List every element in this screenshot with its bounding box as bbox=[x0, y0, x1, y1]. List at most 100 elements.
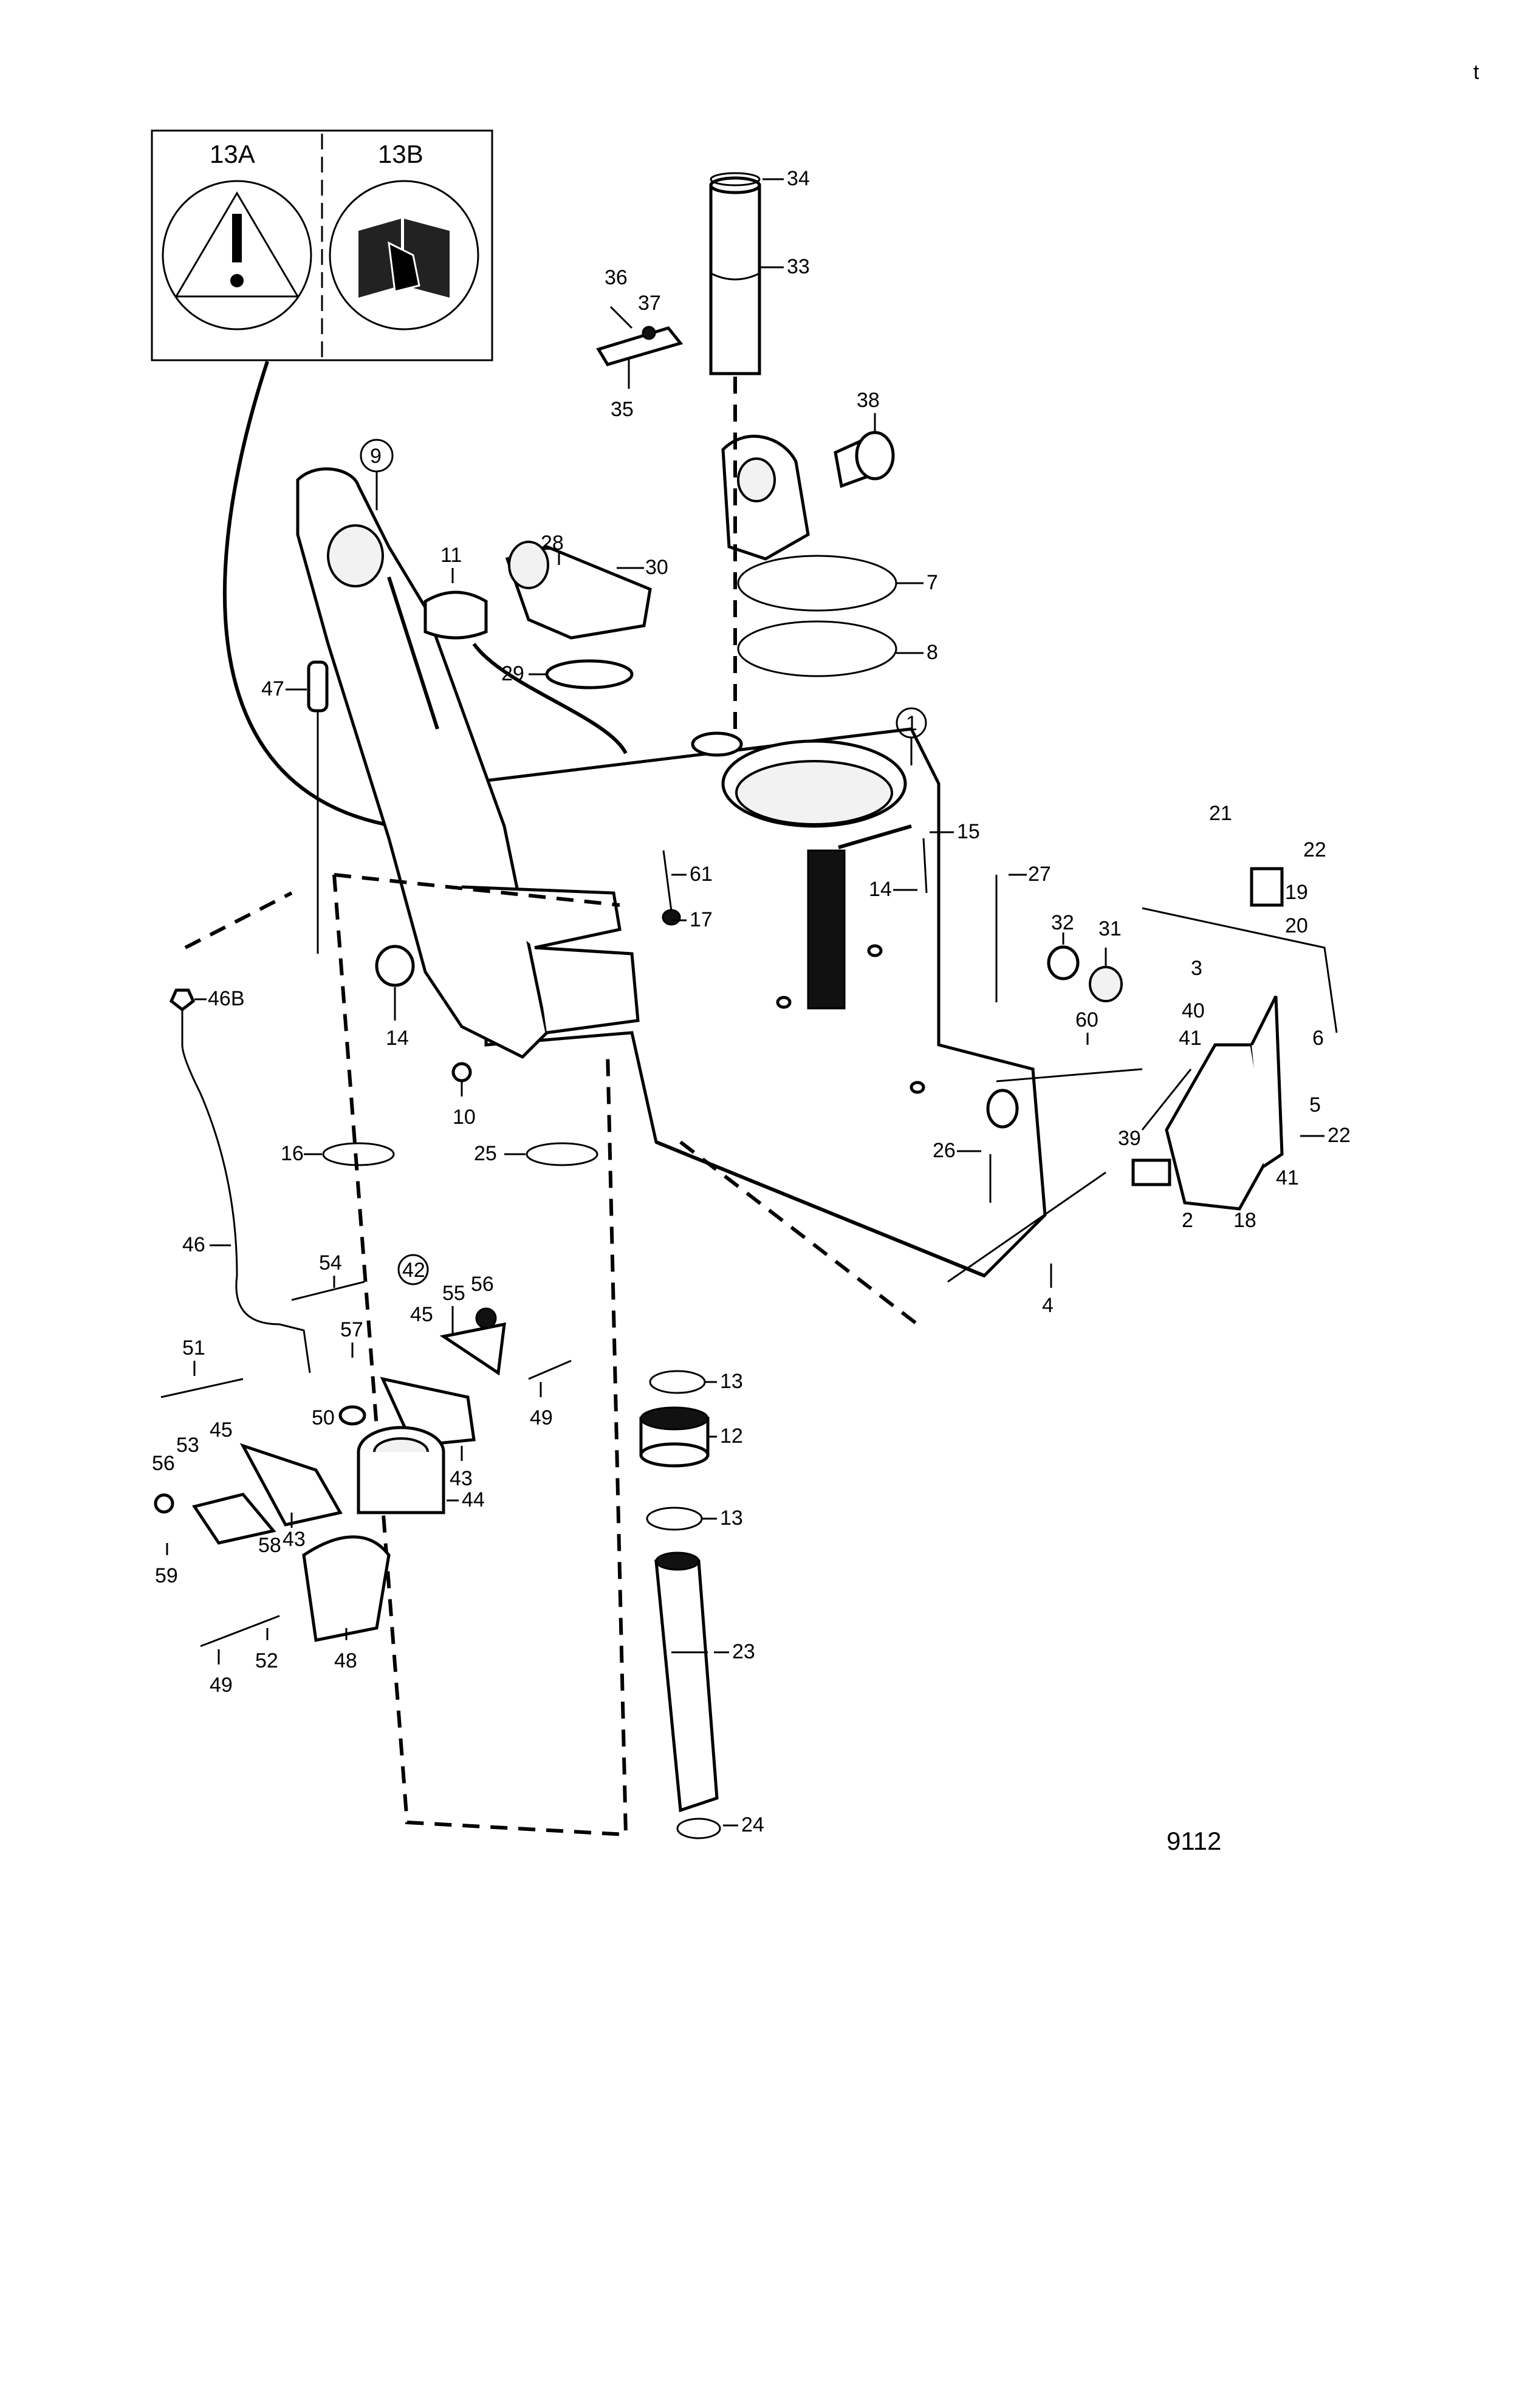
hose bbox=[472, 643, 628, 754]
callout-54: 54 bbox=[319, 1251, 342, 1288]
outline-top bbox=[334, 873, 620, 907]
ring-16 bbox=[322, 1142, 395, 1166]
lever-39 bbox=[1141, 1069, 1192, 1130]
callout-33: 33 bbox=[759, 255, 810, 278]
callout-3: 3 bbox=[1191, 957, 1202, 980]
svg-text:43: 43 bbox=[283, 1528, 306, 1551]
svg-text:28: 28 bbox=[541, 532, 564, 555]
callout-19: 19 bbox=[1285, 881, 1308, 904]
svg-text:54: 54 bbox=[319, 1251, 342, 1274]
callout-50: 50 bbox=[312, 1406, 335, 1429]
svg-text:30: 30 bbox=[645, 556, 668, 579]
callout-31: 31 bbox=[1098, 917, 1122, 966]
callout-37: 37 bbox=[638, 292, 661, 315]
callout-17: 17 bbox=[671, 908, 713, 931]
ring-13-lower bbox=[646, 1507, 703, 1531]
stud-61 bbox=[662, 850, 673, 912]
svg-text:49: 49 bbox=[210, 1674, 233, 1697]
svg-text:8: 8 bbox=[927, 641, 938, 664]
svg-text:34: 34 bbox=[787, 167, 810, 190]
callout-47: 47 bbox=[261, 677, 307, 700]
svg-text:45: 45 bbox=[210, 1418, 233, 1442]
callout-51: 51 bbox=[182, 1336, 205, 1376]
svg-text:39: 39 bbox=[1118, 1127, 1141, 1150]
svg-text:52: 52 bbox=[255, 1649, 278, 1672]
callout-35: 35 bbox=[611, 358, 634, 421]
corner-mark: t bbox=[1473, 61, 1479, 84]
callout-46b: 46B bbox=[194, 987, 245, 1010]
svg-text:23: 23 bbox=[732, 1640, 755, 1663]
svg-text:21: 21 bbox=[1209, 802, 1232, 825]
figure-number: 9112 bbox=[1167, 1827, 1221, 1855]
callout-13-upper: 13 bbox=[705, 1370, 743, 1393]
callout-20: 20 bbox=[1285, 914, 1308, 937]
callout-43-right: 43 bbox=[450, 1446, 473, 1490]
cable-46 bbox=[181, 996, 311, 1373]
upper-fitting bbox=[721, 431, 895, 561]
nut-17 bbox=[662, 909, 681, 926]
callout-21: 21 bbox=[1209, 802, 1232, 825]
warning-label-13a: 13A bbox=[210, 140, 255, 168]
svg-text:11: 11 bbox=[440, 544, 462, 567]
svg-text:36: 36 bbox=[605, 266, 628, 289]
callout-13-lower: 13 bbox=[702, 1507, 743, 1530]
outline-left bbox=[184, 891, 293, 949]
callout-39: 39 bbox=[1118, 1127, 1141, 1150]
callout-22-bottom: 22 bbox=[1300, 1124, 1351, 1147]
callout-8: 8 bbox=[896, 641, 938, 664]
svg-text:13: 13 bbox=[720, 1507, 743, 1530]
o-ring-8 bbox=[737, 620, 897, 677]
callout-23: 23 bbox=[714, 1640, 755, 1663]
callout-56-left: 56 bbox=[152, 1452, 175, 1475]
svg-text:53: 53 bbox=[176, 1434, 199, 1457]
svg-text:19: 19 bbox=[1285, 881, 1308, 904]
small-bracket bbox=[596, 306, 684, 366]
callout-26: 26 bbox=[933, 1139, 981, 1162]
svg-text:17: 17 bbox=[690, 908, 713, 931]
bolt-10 bbox=[451, 1062, 472, 1083]
svg-text:49: 49 bbox=[530, 1406, 553, 1429]
svg-text:50: 50 bbox=[312, 1406, 335, 1429]
callout-56-top: 56 bbox=[471, 1273, 494, 1296]
svg-text:2: 2 bbox=[1182, 1209, 1193, 1232]
screw-14-right bbox=[922, 838, 928, 894]
elbow-fitting bbox=[505, 541, 652, 640]
svg-text:32: 32 bbox=[1051, 911, 1074, 934]
svg-text:37: 37 bbox=[638, 292, 661, 315]
callout-29: 29 bbox=[501, 662, 547, 685]
svg-text:20: 20 bbox=[1285, 914, 1308, 937]
outline-bottom bbox=[679, 1140, 919, 1326]
callout-49-right: 49 bbox=[530, 1382, 553, 1429]
svg-text:7: 7 bbox=[927, 571, 938, 594]
callout-27: 27 bbox=[1009, 863, 1051, 886]
svg-text:35: 35 bbox=[611, 398, 634, 421]
lower-mechanism bbox=[154, 1281, 572, 1647]
steering-arm bbox=[296, 467, 640, 1059]
svg-text:4: 4 bbox=[1042, 1294, 1054, 1317]
svg-text:18: 18 bbox=[1233, 1209, 1256, 1232]
svg-text:57: 57 bbox=[340, 1318, 363, 1341]
cable-60 bbox=[996, 1068, 1143, 1083]
control-bracket bbox=[1131, 995, 1284, 1211]
svg-text:38: 38 bbox=[857, 389, 880, 412]
callout-32: 32 bbox=[1051, 911, 1074, 945]
callout-labels: 34 33 36 37 35 38 9 11 28 30 7 8 29 47 1… bbox=[152, 167, 1351, 1836]
manual-label-13b: 13B bbox=[378, 140, 423, 168]
rod-4 bbox=[947, 1171, 1106, 1283]
ring-24 bbox=[676, 1818, 721, 1839]
callout-24: 24 bbox=[723, 1813, 764, 1836]
svg-text:24: 24 bbox=[741, 1813, 764, 1836]
gasket bbox=[545, 659, 634, 689]
callout-12: 12 bbox=[708, 1425, 743, 1448]
rod-3 bbox=[1142, 907, 1338, 1033]
svg-text:42: 42 bbox=[402, 1259, 425, 1282]
svg-text:31: 31 bbox=[1098, 917, 1122, 940]
callout-34: 34 bbox=[762, 167, 810, 190]
pointer-cable bbox=[222, 361, 396, 828]
svg-text:55: 55 bbox=[442, 1282, 465, 1305]
svg-text:46: 46 bbox=[182, 1233, 205, 1256]
svg-text:14: 14 bbox=[869, 878, 892, 901]
callout-30: 30 bbox=[617, 556, 668, 579]
tube-23 bbox=[654, 1551, 719, 1813]
